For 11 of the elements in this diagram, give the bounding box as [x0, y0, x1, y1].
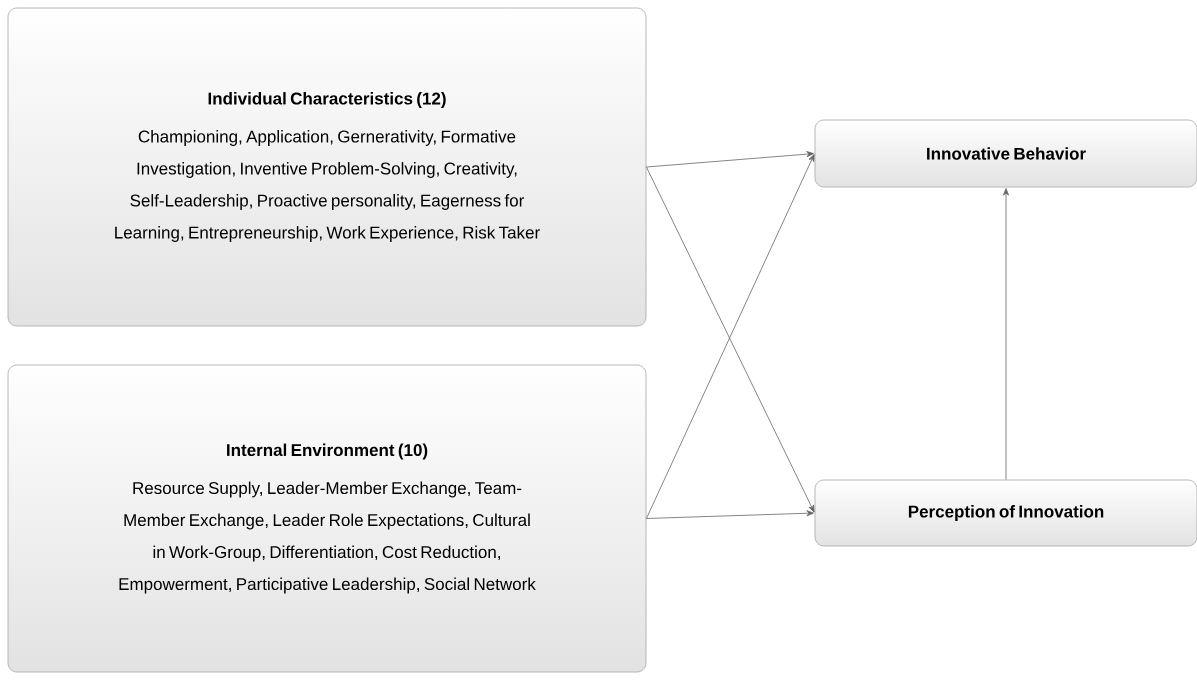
node-text: Perception of Innovation [908, 505, 1104, 521]
arrow [646, 151, 814, 168]
node-text: Innovative Behavior [927, 147, 1086, 160]
node-text: Individual Characteristics (12) Championing, Application, Gernerativity, Formative Investigation, Inventive Problem-Solving, Creativity, Self-Leadership, Proactive personality, Eagerness for Learning, Entrepreneurship, Work Experience, Risk Taker [115, 92, 540, 242]
rounded-box [814, 479, 1197, 547]
rounded-box [7, 7, 647, 327]
arrow [646, 510, 814, 519]
rounded-box [814, 119, 1197, 188]
rounded-box [7, 364, 647, 673]
node-text: Internal Environment (10) Resource Supply, Leader-Member Exchange, Team-Member Exchange, Leader Role Expectations, Cultural in Work-Group, Differentiation, Cost Reduction, Empowerment, Participative Leadership, Social Network [119, 443, 536, 594]
arrow [1003, 188, 1009, 480]
